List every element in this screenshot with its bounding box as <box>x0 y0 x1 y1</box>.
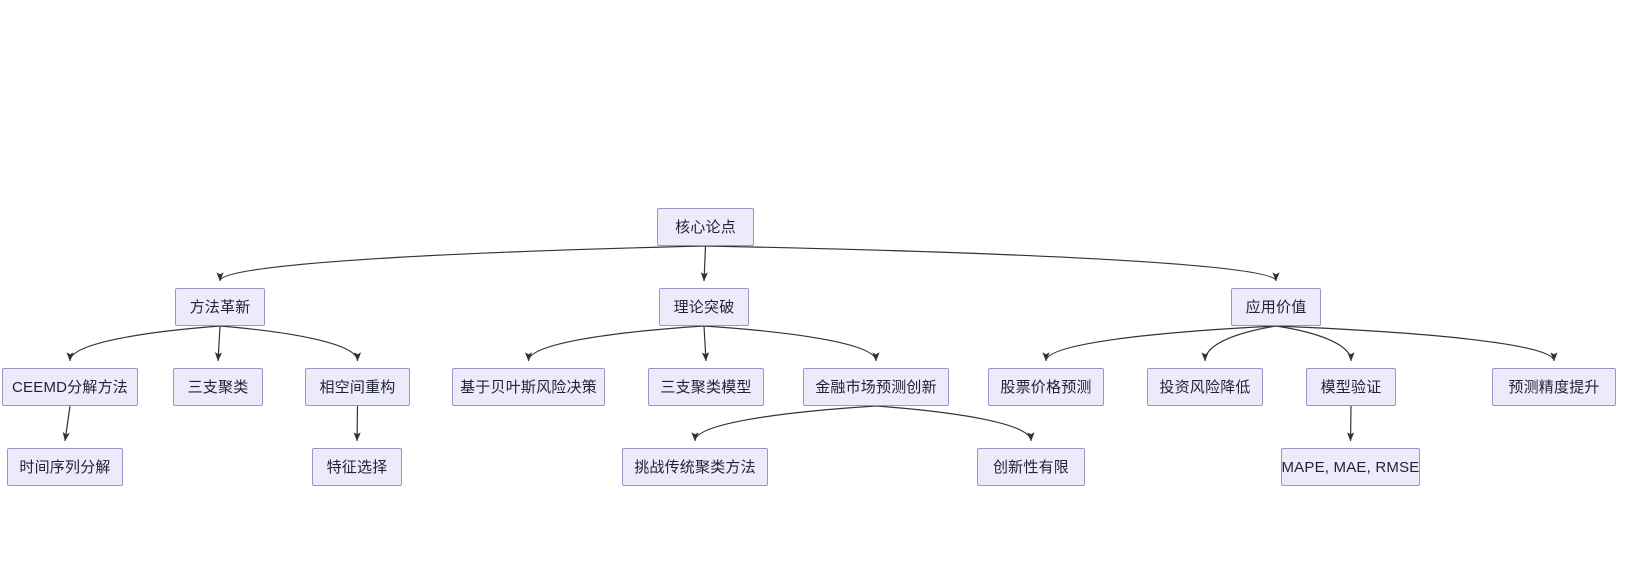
flowchart-node-m1[interactable]: 方法革新 <box>175 288 265 326</box>
flowchart-node-c2[interactable]: 三支聚类 <box>173 368 263 406</box>
flowchart-node-c1[interactable]: CEEMD分解方法 <box>2 368 138 406</box>
flowchart-node-d1[interactable]: 时间序列分解 <box>7 448 123 486</box>
flowchart-node-label: 股票价格预测 <box>1000 378 1092 396</box>
flowchart-node-c8[interactable]: 投资风险降低 <box>1147 368 1263 406</box>
flowchart-edge-m2-to-c4 <box>524 325 705 362</box>
flowchart-node-m3[interactable]: 应用价值 <box>1231 288 1321 326</box>
flowchart-node-d2[interactable]: 特征选择 <box>312 448 402 486</box>
flowchart-node-label: CEEMD分解方法 <box>12 378 128 396</box>
flowchart-node-c4[interactable]: 基于贝叶斯风险决策 <box>452 368 605 406</box>
flowchart-node-c10[interactable]: 预测精度提升 <box>1492 368 1616 406</box>
flowchart-node-label: 三支聚类 <box>187 378 249 396</box>
flowchart-node-label: 基于贝叶斯风险决策 <box>460 378 597 396</box>
flowchart-node-label: 时间序列分解 <box>19 458 111 476</box>
flowchart-edge-c9-to-d5 <box>1347 405 1355 442</box>
flowchart-edge-m1-to-c2 <box>214 325 223 362</box>
flowchart-node-label: 方法革新 <box>189 298 251 316</box>
flowchart-node-label: 挑战传统聚类方法 <box>634 458 756 476</box>
flowchart-node-c3[interactable]: 相空间重构 <box>305 368 410 406</box>
flowchart-node-d3[interactable]: 挑战传统聚类方法 <box>622 448 768 486</box>
flowchart-node-label: 核心论点 <box>675 218 736 236</box>
flowchart-edge-m1-to-c1 <box>66 325 221 362</box>
flowchart-node-label: MAPE, MAE, RMSE <box>1281 458 1420 476</box>
flowchart-node-label: 理论突破 <box>673 298 735 316</box>
flowchart-edge-m3-to-c7 <box>1042 325 1277 362</box>
flowchart-edge-c6-to-d3 <box>691 405 877 442</box>
flowchart-node-label: 创新性有限 <box>992 458 1069 476</box>
flowchart-edge-m2-to-c5 <box>701 325 710 362</box>
flowchart-node-label: 模型验证 <box>1320 378 1382 396</box>
flowchart-node-c9[interactable]: 模型验证 <box>1306 368 1396 406</box>
flowchart-node-label: 三支聚类模型 <box>660 378 752 396</box>
flowchart-node-label: 特征选择 <box>326 458 388 476</box>
flowchart-node-root[interactable]: 核心论点 <box>657 208 754 246</box>
flowchart-node-label: 金融市场预测创新 <box>815 378 937 396</box>
flowchart-node-label: 相空间重构 <box>319 378 396 396</box>
flowchart-node-d4[interactable]: 创新性有限 <box>977 448 1085 486</box>
flowchart-edge-root-to-m2 <box>700 245 708 282</box>
flowchart-edge-m3-to-c8 <box>1201 325 1277 362</box>
flowchart-node-m2[interactable]: 理论突破 <box>659 288 749 326</box>
flowchart-edge-root-to-m3 <box>705 245 1280 282</box>
flowchart-node-label: 预测精度提升 <box>1508 378 1600 396</box>
flowchart-edge-c1-to-d1 <box>62 405 71 442</box>
flowchart-edge-c3-to-d2 <box>353 405 361 442</box>
flowchart-edge-m3-to-c10 <box>1275 325 1558 362</box>
flowchart-edge-root-to-m1 <box>216 245 706 282</box>
flowchart-edge-m1-to-c3 <box>219 325 362 362</box>
flowchart-edge-c6-to-d4 <box>875 405 1035 442</box>
flowchart-node-c7[interactable]: 股票价格预测 <box>988 368 1104 406</box>
flowchart-node-label: 投资风险降低 <box>1159 378 1251 396</box>
flowchart-node-c6[interactable]: 金融市场预测创新 <box>803 368 949 406</box>
flowchart-edge-m3-to-c9 <box>1275 325 1355 362</box>
flowchart-edge-m2-to-c6 <box>703 325 880 362</box>
flowchart-node-c5[interactable]: 三支聚类模型 <box>648 368 764 406</box>
flowchart-node-label: 应用价值 <box>1245 298 1307 316</box>
flowchart-node-d5[interactable]: MAPE, MAE, RMSE <box>1281 448 1420 486</box>
